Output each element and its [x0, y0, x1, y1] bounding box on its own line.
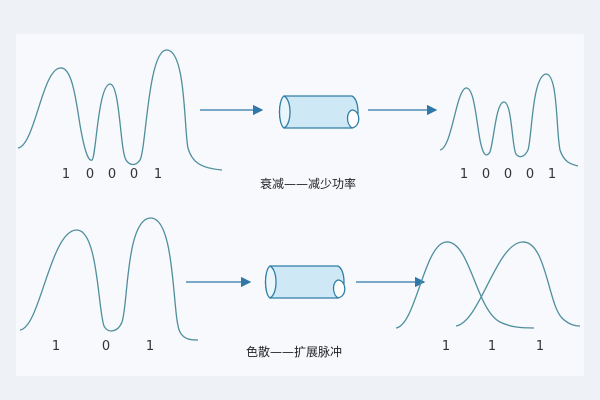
bit-label: 1: [146, 339, 154, 354]
bit-label: 0: [504, 167, 512, 182]
output-pulse-left: [395, 241, 535, 329]
input-bits-top: 1 0 0 0 1: [62, 167, 162, 182]
fiber-segment-bottom: [264, 265, 346, 299]
bit-label: 1: [536, 339, 544, 354]
diagram-panel: [16, 34, 584, 376]
bit-label: 0: [102, 339, 110, 354]
bit-label: 0: [526, 167, 534, 182]
bit-label: 0: [86, 167, 94, 182]
bit-label: 1: [154, 167, 162, 182]
bit-label: 1: [442, 339, 450, 354]
output-bits-bottom: 1 1 1: [442, 339, 544, 354]
input-signal-wave-bottom: [19, 217, 199, 341]
bit-label: 0: [482, 167, 490, 182]
output-signal-wave-top: [439, 73, 579, 167]
output-bits-top: 1 0 0 0 1: [460, 167, 556, 182]
bit-label: 1: [488, 339, 496, 354]
bit-label: 1: [548, 167, 556, 182]
bit-label: 1: [460, 167, 468, 182]
fiber-segment-top: [278, 95, 360, 129]
bit-label: 1: [62, 167, 70, 182]
input-bits-bottom: 1 0 1: [52, 339, 154, 354]
caption-dispersion: 色散——扩展脉冲: [246, 344, 342, 359]
bit-label: 0: [130, 167, 138, 182]
input-signal-wave-top: [17, 49, 223, 171]
bit-label: 0: [108, 167, 116, 182]
bit-label: 1: [52, 339, 60, 354]
caption-attenuation: 衰减——减少功率: [260, 176, 356, 191]
output-pulse-right: [455, 241, 581, 327]
